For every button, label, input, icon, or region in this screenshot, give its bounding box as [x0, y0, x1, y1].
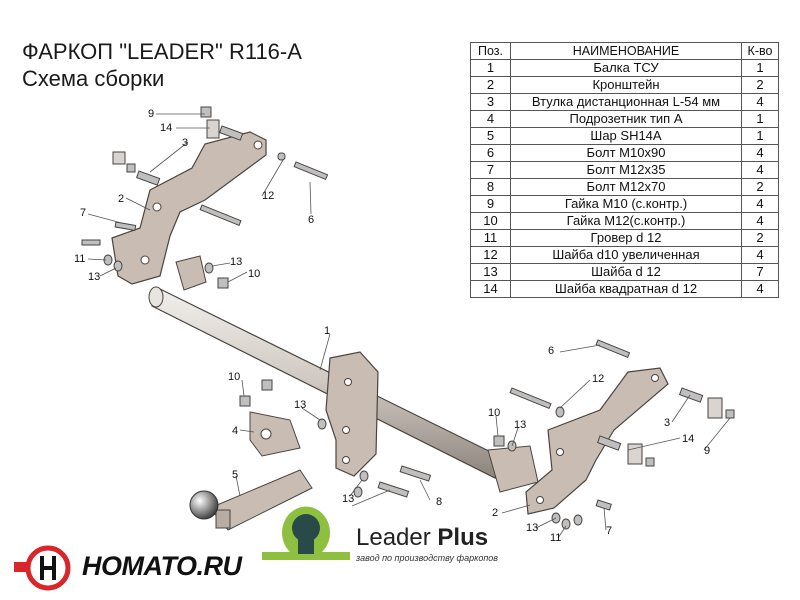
callout-number: 8 — [436, 496, 442, 508]
title-line-1: ФАРКОП "LEADER" R116-A — [22, 39, 302, 64]
right-bracket — [525, 367, 669, 515]
brand-plain: Leader — [356, 524, 438, 551]
center-mount — [325, 351, 379, 477]
callout-number: 12 — [262, 190, 274, 202]
callout-number: 7 — [80, 207, 86, 219]
part-name: Подрозетник тип А — [510, 110, 742, 128]
callout-number: 13 — [514, 419, 526, 431]
leader-plus-wordmark: Leader Plus — [356, 524, 488, 552]
beam-end-plate-left — [175, 255, 207, 291]
left-bracket-hole — [152, 202, 162, 212]
part-quantity: 1 — [741, 127, 779, 145]
page-title: ФАРКОП "LEADER" R116-A Схема сборки — [22, 38, 302, 92]
leader-plus-logo-icon — [262, 506, 350, 560]
callout-number: 14 — [682, 433, 694, 445]
callout-number: 10 — [228, 371, 240, 383]
center-mount-hole — [342, 426, 350, 434]
callout-number: 3 — [664, 417, 670, 429]
callout-number: 13 — [342, 493, 354, 505]
callout-number: 3 — [182, 137, 188, 149]
title-line-2: Схема сборки — [22, 66, 165, 91]
homato-logo-icon — [14, 545, 71, 591]
callout-number: 6 — [548, 345, 554, 357]
part-position: 11 — [470, 229, 511, 247]
callout-number: 9 — [704, 445, 710, 457]
left-bracket-hole — [140, 255, 150, 265]
brand-bold: Plus — [437, 524, 489, 551]
callout-number: 6 — [308, 214, 314, 226]
left-bracket-hole — [253, 140, 263, 150]
tow-beam — [148, 286, 504, 479]
center-mount-hole — [344, 378, 352, 386]
header-pos: Поз. — [470, 42, 511, 60]
callout-number: 10 — [248, 268, 260, 280]
leader-plus-tagline: завод по производству фаркопов — [356, 553, 498, 563]
part-name: Болт М10х90 — [510, 144, 742, 162]
left-bracket — [111, 131, 267, 285]
socket-plate — [249, 411, 301, 457]
part-quantity: 4 — [741, 212, 779, 230]
homato-watermark: HOMATO.RU — [82, 551, 242, 581]
callout-number: 7 — [606, 525, 612, 537]
right-bracket-hole — [651, 374, 659, 382]
right-bracket-hole — [556, 448, 564, 456]
callout-number: 13 — [526, 522, 538, 534]
leader-lines — [87, 113, 731, 539]
part-name: Шар SH14A — [510, 127, 742, 145]
callout-number: 9 — [148, 108, 154, 120]
callout-number: 14 — [160, 122, 172, 134]
callout-number: 12 — [592, 373, 604, 385]
callout-number: 10 — [488, 407, 500, 419]
callout-number: 11 — [550, 532, 561, 544]
callout-number: 2 — [118, 193, 124, 205]
socket-plate-hole — [260, 428, 272, 440]
callout-number: 13 — [230, 256, 242, 268]
callout-number: 11 — [74, 253, 85, 265]
callout-number: 4 — [232, 425, 238, 437]
part-quantity: 4 — [741, 280, 779, 298]
callout-number: 13 — [88, 271, 100, 283]
callout-number: 1 — [324, 325, 330, 337]
callout-number: 13 — [294, 399, 306, 411]
right-bracket-hole — [536, 496, 544, 504]
fasteners — [81, 106, 735, 530]
part-name: Кронштейн — [510, 76, 742, 94]
part-name: Гайка М10 (с.контр.) — [510, 195, 742, 213]
callout-number: 5 — [232, 469, 238, 481]
part-name: Гайка М12(с.контр.) — [510, 212, 742, 230]
parts-table-header: Поз. НАИМЕНОВАНИЕ К-во — [470, 42, 779, 60]
callout-number: 2 — [492, 507, 498, 519]
beam-end-plate-right — [487, 445, 539, 493]
tow-ball — [189, 469, 313, 531]
center-mount-hole — [342, 456, 350, 464]
